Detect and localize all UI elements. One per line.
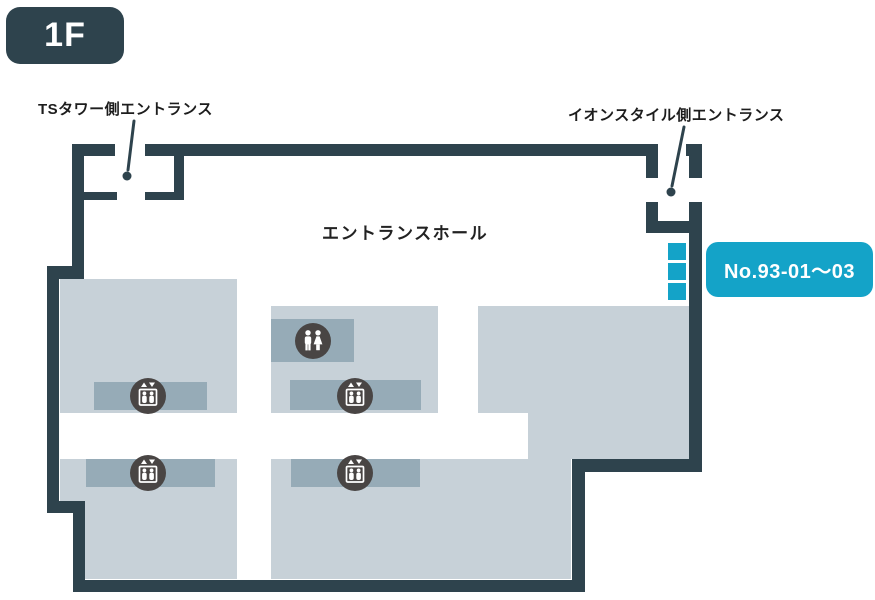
wall-left-bottom [73,501,85,592]
floor-area-right-lower [528,413,690,459]
elevator-icon [337,455,373,491]
floor-area-right [478,306,690,413]
elevator-icon [130,378,166,414]
wall-right-upper [689,202,702,472]
unit-marker-93-03 [668,283,686,300]
label-entrance-hall: エントランスホール [322,224,489,243]
wall-right-entrance-vestibule-bottom [646,221,702,233]
wall-bottom [73,580,585,592]
floor-level-badge: 1F [6,7,124,64]
unit-marker-93-02 [668,263,686,280]
wall-top-main [145,144,646,156]
restroom-icon [295,323,331,359]
wall-right-entrance-stub-right [689,144,702,178]
wall-left-entrance-inner-left [84,192,117,200]
location-number-text: No.93-01〜03 [723,261,856,283]
wall-left-entrance-inner-right [145,192,183,200]
floor-level-text: 1F [44,16,86,54]
wall-left-upper [72,144,84,266]
wall-left-lower [47,266,59,513]
location-number-badge: No.93-01〜03 [706,242,873,297]
wall-left-entrance-inner-vertical [174,156,184,200]
label-entrance-aeon-style: イオンスタイル側エントランス [568,107,785,124]
wall-step-bottom-right [572,459,702,472]
elevator-icon [337,378,373,414]
wall-right-lower [572,459,585,592]
floor-area-lower-left-2 [85,502,237,579]
label-entrance-ts-tower: TSタワー側エントランス [38,101,213,118]
wall-right-entrance-stub-left [646,144,658,178]
unit-marker-93-01 [668,243,686,260]
elevator-icon [130,455,166,491]
